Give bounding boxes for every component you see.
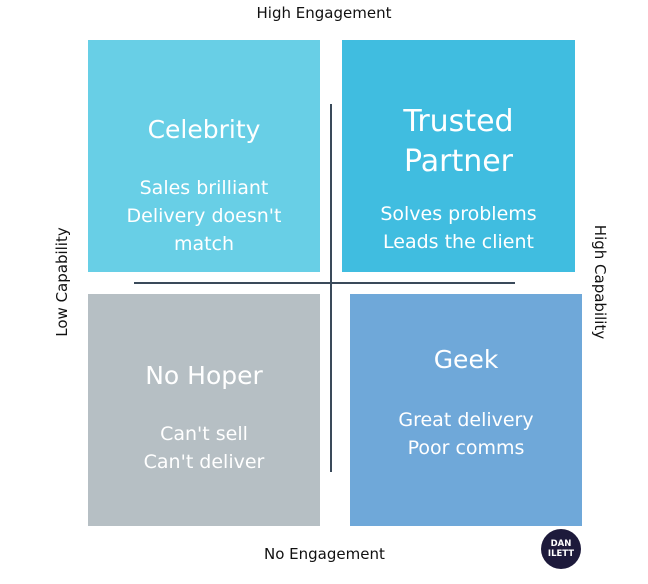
title-line: Trusted bbox=[403, 104, 514, 139]
quadrant-celebrity: Celebrity Sales brilliant Delivery doesn… bbox=[88, 40, 320, 272]
quadrant-description: Sales brilliant Delivery doesn't match bbox=[88, 174, 320, 258]
quadrant-description: Solves problems Leads the client bbox=[342, 200, 575, 256]
quadrant-geek: Geek Great delivery Poor comms bbox=[350, 294, 582, 526]
axis-label-bottom: No Engagement bbox=[264, 545, 385, 563]
axis-label-top: High Engagement bbox=[256, 4, 392, 22]
title-line: Partner bbox=[403, 144, 514, 179]
quadrant-trusted-partner: Trusted Partner Solves problems Leads th… bbox=[342, 40, 575, 272]
horizontal-axis-line bbox=[134, 282, 515, 284]
axis-label-right: High Capability bbox=[591, 224, 609, 340]
quadrant-description: Can't sell Can't deliver bbox=[88, 420, 320, 476]
vertical-axis-line bbox=[330, 104, 332, 472]
description-line: Leads the client bbox=[383, 231, 534, 253]
axis-label-left: Low Capability bbox=[53, 227, 71, 337]
description-line: Can't deliver bbox=[143, 451, 265, 473]
quadrant-title: No Hoper bbox=[145, 361, 263, 390]
description-line: Great delivery bbox=[398, 409, 534, 431]
quadrant-title: Trusted Partner bbox=[342, 102, 575, 182]
description-line: Can't sell bbox=[160, 423, 248, 445]
quadrant-no-hoper: No Hoper Can't sell Can't deliver bbox=[88, 294, 320, 526]
quadrant-title: Celebrity bbox=[147, 115, 261, 144]
dan-ilett-logo: DAN ILETT bbox=[541, 529, 581, 569]
description-line: Solves problems bbox=[380, 203, 537, 225]
logo-text: ILETT bbox=[547, 549, 575, 559]
description-line: Delivery doesn't bbox=[126, 205, 282, 227]
description-line: Poor comms bbox=[407, 437, 525, 459]
description-line: match bbox=[173, 233, 235, 255]
quadrant-title: Geek bbox=[433, 345, 499, 374]
quadrant-description: Great delivery Poor comms bbox=[350, 406, 582, 462]
logo-text: DAN bbox=[550, 539, 572, 549]
description-line: Sales brilliant bbox=[139, 177, 269, 199]
